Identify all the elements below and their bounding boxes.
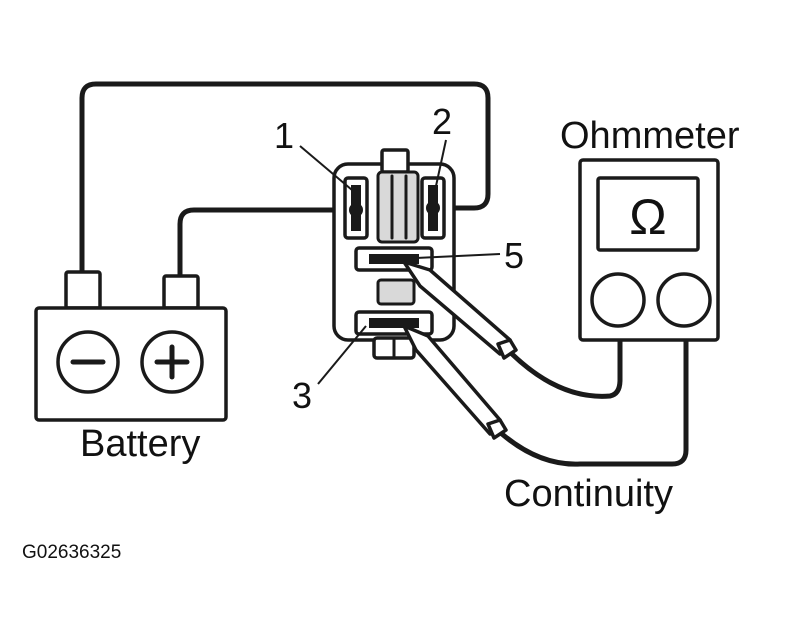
terminal-3-pin xyxy=(369,318,419,328)
terminal-5-pin xyxy=(369,254,419,264)
lead-lower xyxy=(499,327,689,467)
battery: Battery xyxy=(34,270,228,465)
battery-positive-post xyxy=(162,274,200,310)
terminal-5-label: 5 xyxy=(504,235,524,276)
wire-positive-to-terminal-1 xyxy=(177,207,363,279)
wires xyxy=(79,81,491,279)
omega-icon: Ω xyxy=(629,189,666,245)
terminal-2-label: 2 xyxy=(432,101,452,142)
ohmmeter-jack-left xyxy=(590,272,646,328)
ohmmeter: Ohmmeter Ω xyxy=(560,115,740,342)
ohmmeter-label: Ohmmeter xyxy=(560,115,740,157)
wire-negative-to-terminal-2 xyxy=(79,81,491,275)
figure-id: G02636325 xyxy=(22,542,121,563)
battery-negative-post xyxy=(64,270,102,310)
ohmmeter-display xyxy=(596,176,700,252)
test-probes xyxy=(402,260,689,467)
terminal-labels: 1 2 5 3 xyxy=(274,101,524,416)
relay xyxy=(332,148,456,360)
relay-top-tab xyxy=(380,148,410,174)
relay-coil-housing xyxy=(376,170,420,244)
ohmmeter-jack-right xyxy=(656,272,712,328)
lead-upper xyxy=(509,327,623,399)
terminal-3-label: 3 xyxy=(292,375,312,416)
terminal-1-label: 1 xyxy=(274,115,294,156)
relay-middle-block xyxy=(376,278,416,306)
battery-label: Battery xyxy=(80,423,200,465)
continuity-label: Continuity xyxy=(504,473,673,515)
